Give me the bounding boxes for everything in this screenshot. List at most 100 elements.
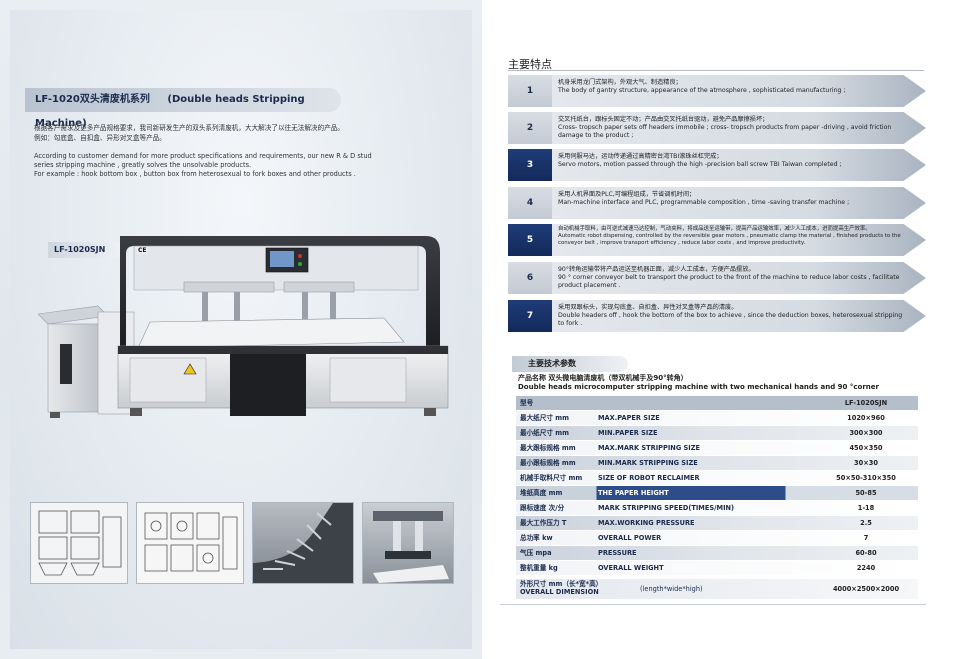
feature-text-cn: 机身采用龙门式架构，外观大气、制造精良； [558,79,682,86]
spec-value: 50×50-310×350 [836,474,896,482]
spec-value: 300×300 [849,429,883,437]
thumbnail-conveyor-photo [252,502,354,584]
feature-number: 6 [508,262,552,294]
robot-arm-icon [373,511,449,583]
feature-text-en: 90 ° corner conveyor belt to transport t… [558,274,900,289]
ce-mark: CE [137,247,148,254]
features-title: 主要特点 [508,58,552,71]
spec-label-cn: 气压 mpa [520,549,552,557]
series-title: LF-1020双头清废机系列 (Double heads Stripping M… [25,88,341,129]
spec-value: 450×350 [849,444,883,452]
description-cn-2: 例如：勾底盒、自扣盒、异形对叉盒等产品。 [34,134,166,142]
spec-value: 1020×960 [847,414,885,422]
spec-label-cn: 跟标速度 次/分 [520,504,565,512]
feature-text-cn: 90°转角运输带将产品运送至机器正面，减少人工成本，方便产品摆放。 [558,266,755,273]
spec-row: 堆纸高度 mm THE PAPER HEIGHT 50-85 [516,486,918,500]
conveyor-corner-icon [253,503,353,583]
spec-label-cn: 机械手取料尺寸 mm [520,474,583,482]
spec-value: 30×30 [854,459,878,467]
spec-label-en: PRESSURE [598,549,637,557]
spec-label-cn: 总功率 kw [520,534,553,542]
spec-value: 7 [863,534,869,542]
spec-label-en: MAX.MARK STRIPPING SIZE [598,444,701,452]
spec-value: 1-18 [857,504,875,512]
box-dieline-icon [38,510,122,576]
spec-label-en: MAX.WORKING PRESSURE [598,519,695,527]
description-cn-1: 根据客户需求及更多产品规格要求，我司新研发生产的双头系列清废机，大大解决了以往无… [34,124,344,132]
spec-label-en: THE PAPER HEIGHT [598,489,669,497]
spec-row: 机械手取料尺寸 mm SIZE OF ROBOT RECLAIMER 50×50… [516,471,918,485]
spec-row: 总功率 kw OVERALL POWER 7 [516,531,918,545]
machine-illustration [37,236,449,418]
spec-label-cn: 最大纸尺寸 mm [520,414,570,422]
feature-text-en: Automatic robot dispensing, controlled b… [558,233,901,246]
model-label: LF-1020SJN [48,242,124,258]
product-name: 产品名称 双头微电脑清废机（带双机械手及90°转角） Double heads … [518,374,879,392]
feature-text-cn: 采用双跟标头，实现勾底盒、自扣盒、异性对叉盒等产品的清废。 [558,304,738,311]
product-name-en: Double heads microcomputer stripping mac… [518,383,879,391]
description-en-3: For example : hook bottom box , button b… [34,170,356,178]
feature-text-en: Double headers off , hook the bottom of … [558,312,903,327]
feature-text-en: Cross- tropsch paper sets off headers im… [558,124,892,139]
specs-title: 主要技术参数 [512,356,628,372]
thumbnail-box-diagram-2 [136,502,244,584]
spec-value: LF-1020SJN [844,399,888,407]
feature-text-en: The body of gantry structure, appearance… [558,87,846,94]
features-title-rule [508,70,924,71]
spec-label-cn: 最大工作压力 T [520,519,567,527]
feature-band [552,75,926,107]
feature-band [552,149,926,181]
thumbnail-robot-photo [362,502,454,584]
spec-label-en: MIN.MARK STRIPPING SIZE [598,459,698,467]
spec-label-note: (length*wide*high) [640,585,703,593]
thumbnail-box-diagram-1 [30,502,128,584]
feature-item-6: 6 90°转角运输带将产品运送至机器正面，减少人工成本，方便产品摆放。90 ° … [508,262,926,294]
spec-value: 2.5 [860,519,872,527]
spec-label-cn: 整机重量 kg [520,564,558,572]
spec-label-cn: 最小跟标规格 mm [520,459,576,467]
feature-item-1: 1 机身采用龙门式架构，外观大气、制造精良；The body of gantry… [508,75,926,107]
feature-text-cn: 采用伺服马达，运动传递通过高精密台湾TBI滚珠丝杠完成； [558,153,723,160]
feature-band [552,187,926,219]
feature-band [552,112,926,144]
spec-label-en: MAX.PAPER SIZE [598,414,660,422]
spec-value: 50-85 [855,489,877,497]
feature-item-4: 4 采用人机界面及PLC,可编程组成，节省调机时间；Man-machine in… [508,187,926,219]
spec-label-cn: 外形尺寸 mm（长*宽*高） [520,580,603,588]
feature-number: 1 [508,75,552,107]
spec-row: 最大纸尺寸 mm MAX.PAPER SIZE 1020×960 [516,411,918,425]
spec-row: 整机重量 kg OVERALL WEIGHT 2240 [516,561,918,575]
feature-item-3: 3 采用伺服马达，运动传递通过高精密台湾TBI滚珠丝杠完成；Servo moto… [508,149,926,181]
feature-band [552,262,926,294]
spec-value: 2240 [856,564,876,572]
feature-item-7: 7 采用双跟标头，实现勾底盒、自扣盒、异性对叉盒等产品的清废。Double he… [508,300,926,332]
spec-row: 最小纸尺寸 mm MIN.PAPER SIZE 300×300 [516,426,918,440]
spec-header-row: 型号 LF-1020SJN [516,396,918,410]
feature-band [552,300,926,332]
series-title-en: (Double heads Stripping Machine) [35,94,305,129]
feature-text-cn: 自动机械手取料，由可逆式减速马达控制，气动夹料，将成品送至运输带，提高产品运输效… [558,226,871,232]
feature-text-cn: 交叉托纸台，跟标头固定不动；产品由交叉托纸台驱动，避免产品摩擦损坏； [558,116,769,123]
spec-label-en: MARK STRIPPING SPEED(TIMES/MIN) [598,504,735,512]
spec-row-dimensions: 外形尺寸 mm（长*宽*高） OVERALL DIMENSION (length… [516,579,918,599]
feature-item-2: 2 交叉托纸台，跟标头固定不动；产品由交叉托纸台驱动，避免产品摩擦损坏；Cros… [508,112,926,144]
spec-value: 4000×2500×2000 [832,585,900,593]
spec-label-cn: 最大跟标规格 mm [520,444,576,452]
spec-row: 跟标速度 次/分 MARK STRIPPING SPEED(TIMES/MIN)… [516,501,918,515]
feature-number: 7 [508,300,552,332]
product-name-cn: 产品名称 双头微电脑清废机（带双机械手及90°转角） [518,374,688,382]
spec-label-en: SIZE OF ROBOT RECLAIMER [598,474,700,482]
description-en-2: series stripping machine , greatly solve… [34,161,252,169]
spec-label-cn: 最小纸尺寸 mm [520,429,570,437]
feature-number: 3 [508,149,552,181]
feature-number: 5 [508,224,552,256]
description-en-1: According to customer demand for more pr… [34,152,372,160]
feature-number: 2 [508,112,552,144]
feature-text-en: Man-machine interface and PLC, programma… [558,199,850,206]
feature-item-5: 5 自动机械手取料，由可逆式减速马达控制，气动夹料，将成品送至运输带，提高产品运… [508,224,926,256]
spec-label-en: OVERALL WEIGHT [598,564,664,572]
spec-row: 最大跟标规格 mm MAX.MARK STRIPPING SIZE 450×35… [516,441,918,455]
bottom-rule [500,604,926,605]
feature-band [552,224,926,256]
spec-label-dimensions: 外形尺寸 mm（长*宽*高） OVERALL DIMENSION [520,580,630,596]
